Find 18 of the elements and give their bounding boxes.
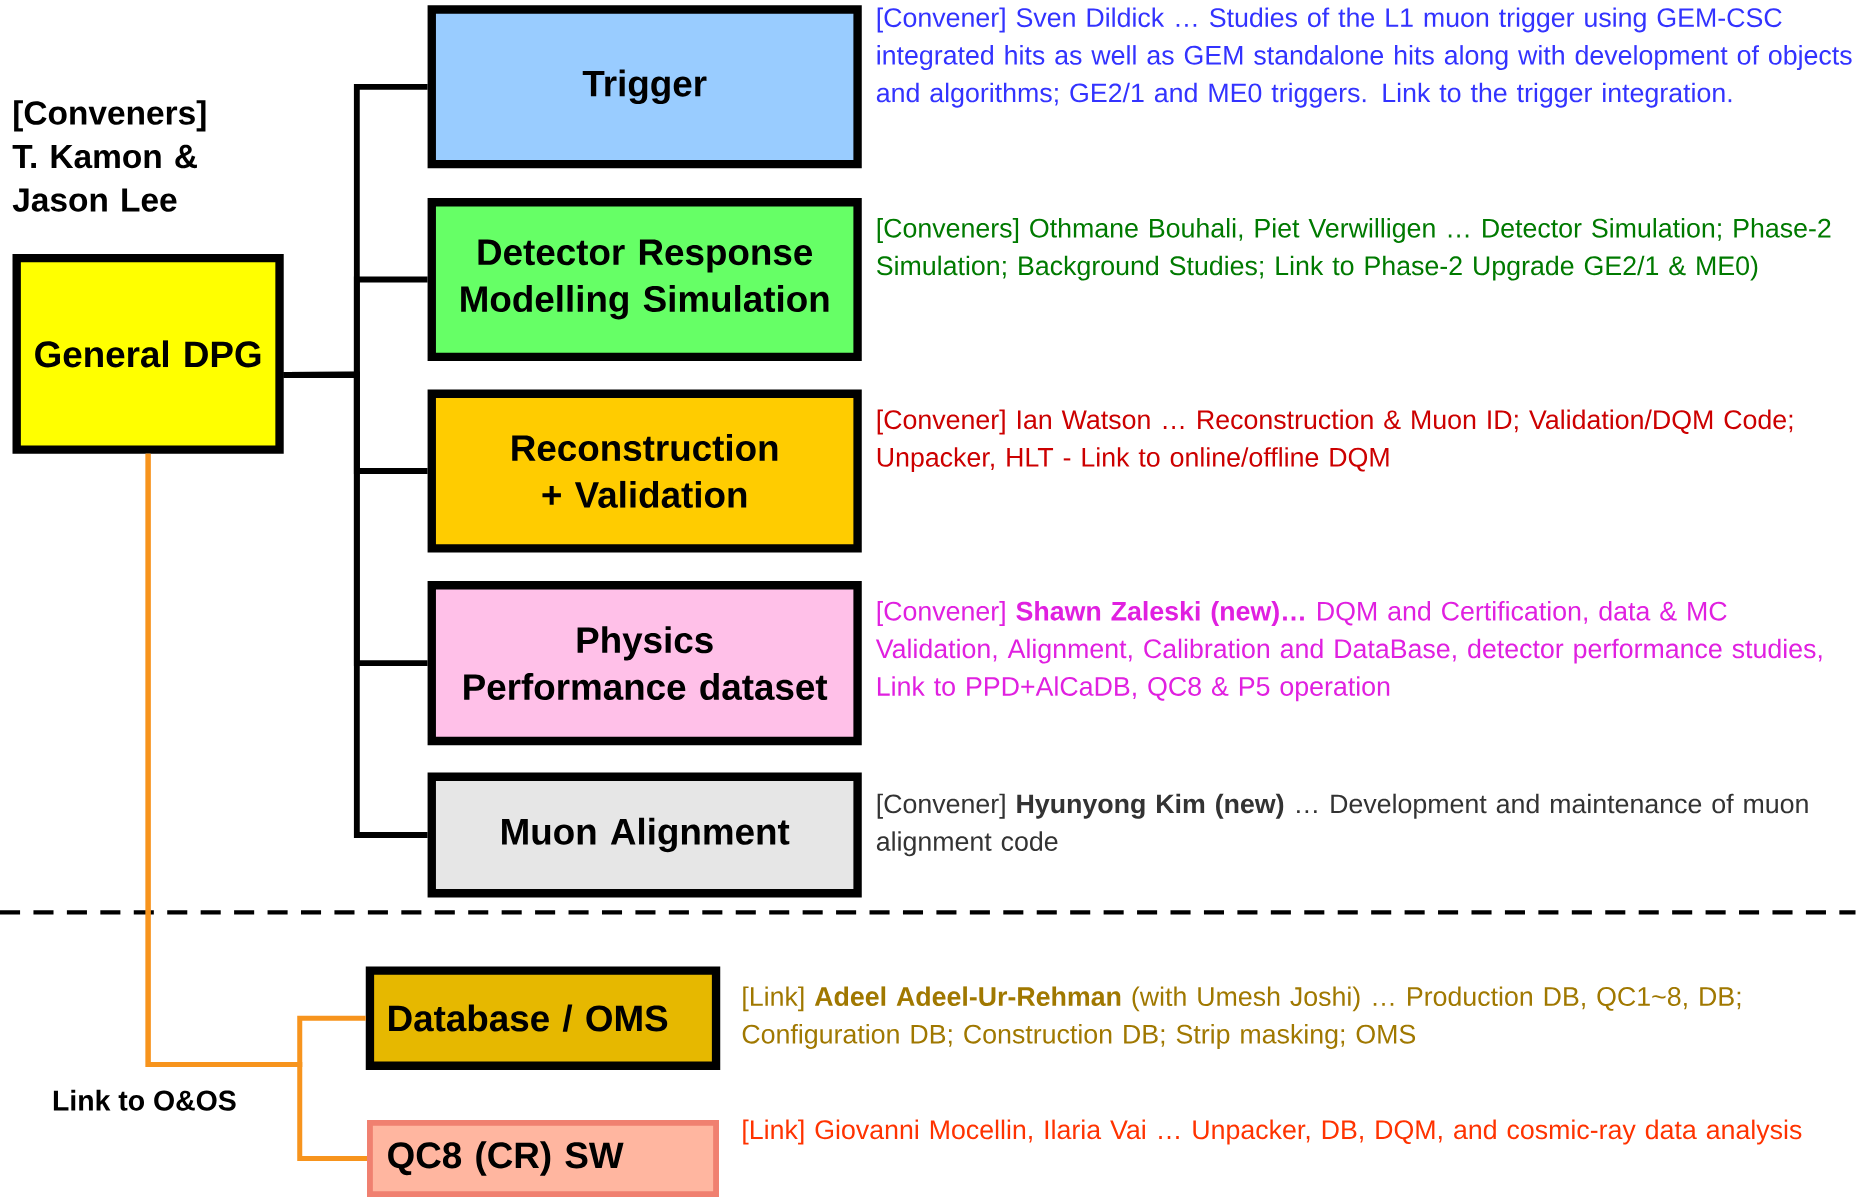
description-text: [Convener] Shawn Zaleski (new)… DQM and Certification, data & MC Validation, Alignment, Calibration and DataBase, detector performance studies, Link to PPD+AlCaDB, QC8 & P5 operation [875, 601, 1822, 702]
group-box: Physics Performance dataset [427, 581, 862, 746]
description-text: [Convener] Sven Dildick … Studies of the L1 muon trigger using GEM-CSC integrated hits as well as GEM standalone hits along with development of objects and algorithms; GE2/1 and ME0 triggers. Link to the trigger integration. [876, 7, 1852, 108]
description-text: [Conveners] T. Kamon & Jason Lee [12, 100, 206, 212]
connector-line [283, 371, 428, 839]
link-box: Database / OMS [365, 966, 721, 1071]
group-box: Muon Alignment [427, 772, 862, 898]
group-box: Trigger [427, 5, 862, 169]
link-label: Link to O&OS [53, 1089, 236, 1111]
group-box: Detector Response Modelling Simulation [427, 198, 862, 362]
description-text: [Link] Giovanni Mocellin, Ilaria Vai … Unpacker, DB, DQM, and cosmic-ray data analysis [743, 1119, 1802, 1145]
org-box: General DPG [12, 254, 284, 454]
description-text: [Convener] Hyunyong Kim (new) … Development and maintenance of muon alignment code [876, 793, 1808, 857]
description-text: [Convener] Ian Watson … Reconstruction & Muon ID; Validation/DQM Code; Unpacker, HLT - Link to online/offline DQM [877, 409, 1793, 473]
link-box: QC8 (CR) SW [367, 1120, 719, 1198]
description-text: [Conveners] Othmane Bouhali, Piet Verwilligen … Detector Simulation; Phase-2 Simulation; Background Studies; Link to Phase-2 Upgrade GE2/1 & ME0) [876, 218, 1831, 281]
group-box: Reconstruction + Validation [427, 389, 862, 553]
description-text: [Link] Adeel Adeel-Ur-Rehman (with Umesh Joshi) … Production DB, QC1~8, DB; Configuration DB; Construction DB; Strip masking; OMS [742, 986, 1741, 1050]
